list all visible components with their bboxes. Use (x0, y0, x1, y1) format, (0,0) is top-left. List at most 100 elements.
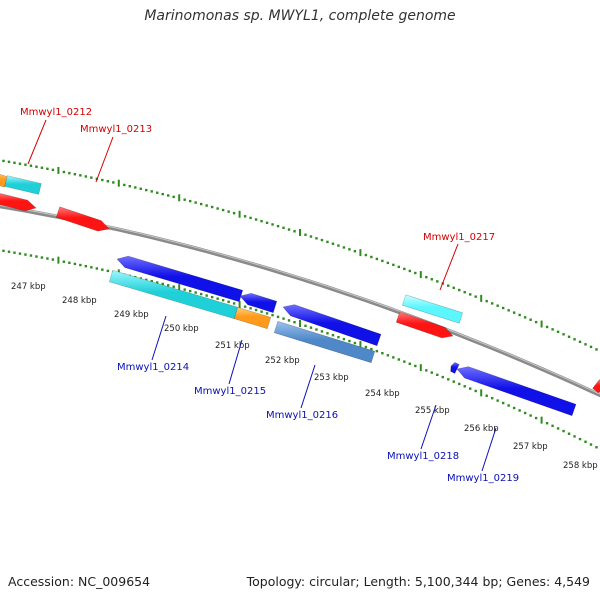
inner-ring-dot (584, 440, 587, 443)
inner-ring-dot (188, 289, 192, 293)
inner-ring-dot (556, 427, 560, 430)
inner-ring-dot (156, 281, 159, 284)
inner-ring-dot (51, 258, 55, 261)
inner-ring-dot (501, 401, 505, 405)
inner-ring-dot (265, 312, 269, 315)
outer-ring-dot (101, 178, 104, 182)
gene-bar-mmwyl1-0218 (450, 362, 460, 374)
outer-ring-dot (458, 288, 461, 292)
inner-ring-dot (408, 362, 412, 366)
outer-ring-dot (370, 255, 373, 259)
outer-ring-dot (304, 233, 307, 236)
inner-ring-dot (293, 320, 296, 324)
gene-bar-mmwyl1-0219 (456, 366, 577, 417)
outer-ring-dot (249, 216, 252, 220)
inner-ring-dot (62, 260, 66, 263)
inner-ring-dot (13, 251, 16, 254)
inner-ring-dot (95, 267, 99, 270)
outer-ring-dot (545, 325, 549, 329)
outer-ring-dot (271, 223, 274, 226)
inner-ring-dot (7, 250, 11, 253)
outer-ring-dot (265, 221, 269, 225)
outer-ring-dot (375, 257, 379, 261)
outer-ring-dot (551, 328, 554, 331)
inner-ring-dot (90, 266, 93, 269)
scale-label-247-kbp: 247 kbp (11, 282, 46, 292)
gene-bar-mmwyl1-0213 (55, 206, 110, 232)
scale-label-252-kbp: 252 kbp (265, 356, 300, 366)
outer-ring-dot (73, 173, 77, 176)
outer-ring-dot (167, 194, 170, 197)
leader-line-top-0 (27, 119, 47, 165)
outer-ring-dot (227, 210, 230, 213)
outer-ring-dot (523, 316, 527, 319)
inner-ring-dot (216, 297, 219, 300)
outer-ring-dot (397, 265, 401, 269)
inner-ring-dot (260, 310, 263, 313)
outer-ring-dot (35, 165, 38, 168)
inner-ring-dot (40, 256, 44, 259)
inner-ring-dot (315, 328, 318, 331)
outer-ring-dot (386, 261, 390, 265)
inner-ring-dot (370, 347, 373, 351)
genome-summary-text: Topology: circular; Length: 5,100,344 bp… (246, 574, 590, 589)
outer-ring-dot (232, 211, 236, 215)
inner-ring-dot (523, 411, 527, 415)
outer-ring-dot (474, 295, 477, 298)
outer-ring-dot (518, 313, 521, 317)
inner-ring-dot (79, 263, 82, 267)
inner-ring-dot (595, 446, 598, 449)
outer-ring-dot (463, 291, 466, 294)
accession-text: Accession: NC_009654 (8, 574, 151, 589)
inner-ring-dot (73, 262, 77, 266)
scale-label-253-kbp: 253 kbp (314, 373, 349, 383)
outer-ring-dot (156, 191, 159, 194)
outer-ring-dot (315, 237, 318, 240)
inner-ring-dot (161, 282, 164, 286)
leader-line-bottom-3 (420, 404, 437, 450)
outer-ring-dot (106, 180, 110, 183)
outer-ring-dot (29, 164, 33, 167)
gene-bar-mmwyl1-0217 (401, 294, 464, 324)
outer-ring-dot (199, 202, 203, 206)
inner-ring-dot (386, 354, 390, 357)
inner-ring-dot (403, 360, 406, 363)
gene-label-mmwyl1-0219: Mmwyl1_0219 (447, 473, 519, 484)
outer-ring-dot (90, 176, 93, 179)
outer-ring-dot (254, 218, 258, 221)
inner-ring-dot (199, 292, 203, 296)
outer-ring-dot (123, 183, 126, 187)
inner-ring-dot (529, 414, 532, 417)
inner-ring-dot (46, 257, 49, 260)
inner-ring-dot (551, 424, 554, 428)
outer-ring-dot (309, 235, 313, 238)
leader-line-bottom-0 (151, 315, 167, 361)
outer-ring-dot (414, 271, 417, 275)
outer-ring-dot (562, 333, 565, 336)
gene-label-mmwyl1-0218: Mmwyl1_0218 (387, 451, 459, 462)
outer-ring-dot (84, 175, 88, 178)
leader-line-bottom-2 (300, 364, 316, 409)
inner-ring-dot (430, 371, 433, 374)
inner-ring-dot (518, 409, 521, 412)
inner-ring-dot (287, 319, 291, 322)
gene-bar-red-edge (0, 193, 37, 212)
inner-ring-dot (243, 305, 247, 308)
outer-ring-dot (194, 201, 197, 204)
inner-ring-dot (101, 268, 104, 271)
inner-ring-dot (342, 337, 346, 341)
outer-ring-dot (24, 163, 27, 166)
outer-ring-dot (62, 170, 66, 174)
outer-ring-dot (490, 302, 494, 305)
inner-ring-dot (271, 313, 274, 317)
inner-ring-dot (68, 261, 71, 264)
outer-ring-dot (2, 159, 5, 163)
inner-ring-dot (210, 295, 214, 299)
inner-ring-dot (562, 429, 565, 433)
gene-bar-mmwyl1-0216 (273, 320, 376, 364)
outer-ring-dot (430, 278, 433, 281)
outer-ring-dot (112, 181, 115, 184)
gene-label-mmwyl1-0215: Mmwyl1_0215 (194, 386, 266, 397)
